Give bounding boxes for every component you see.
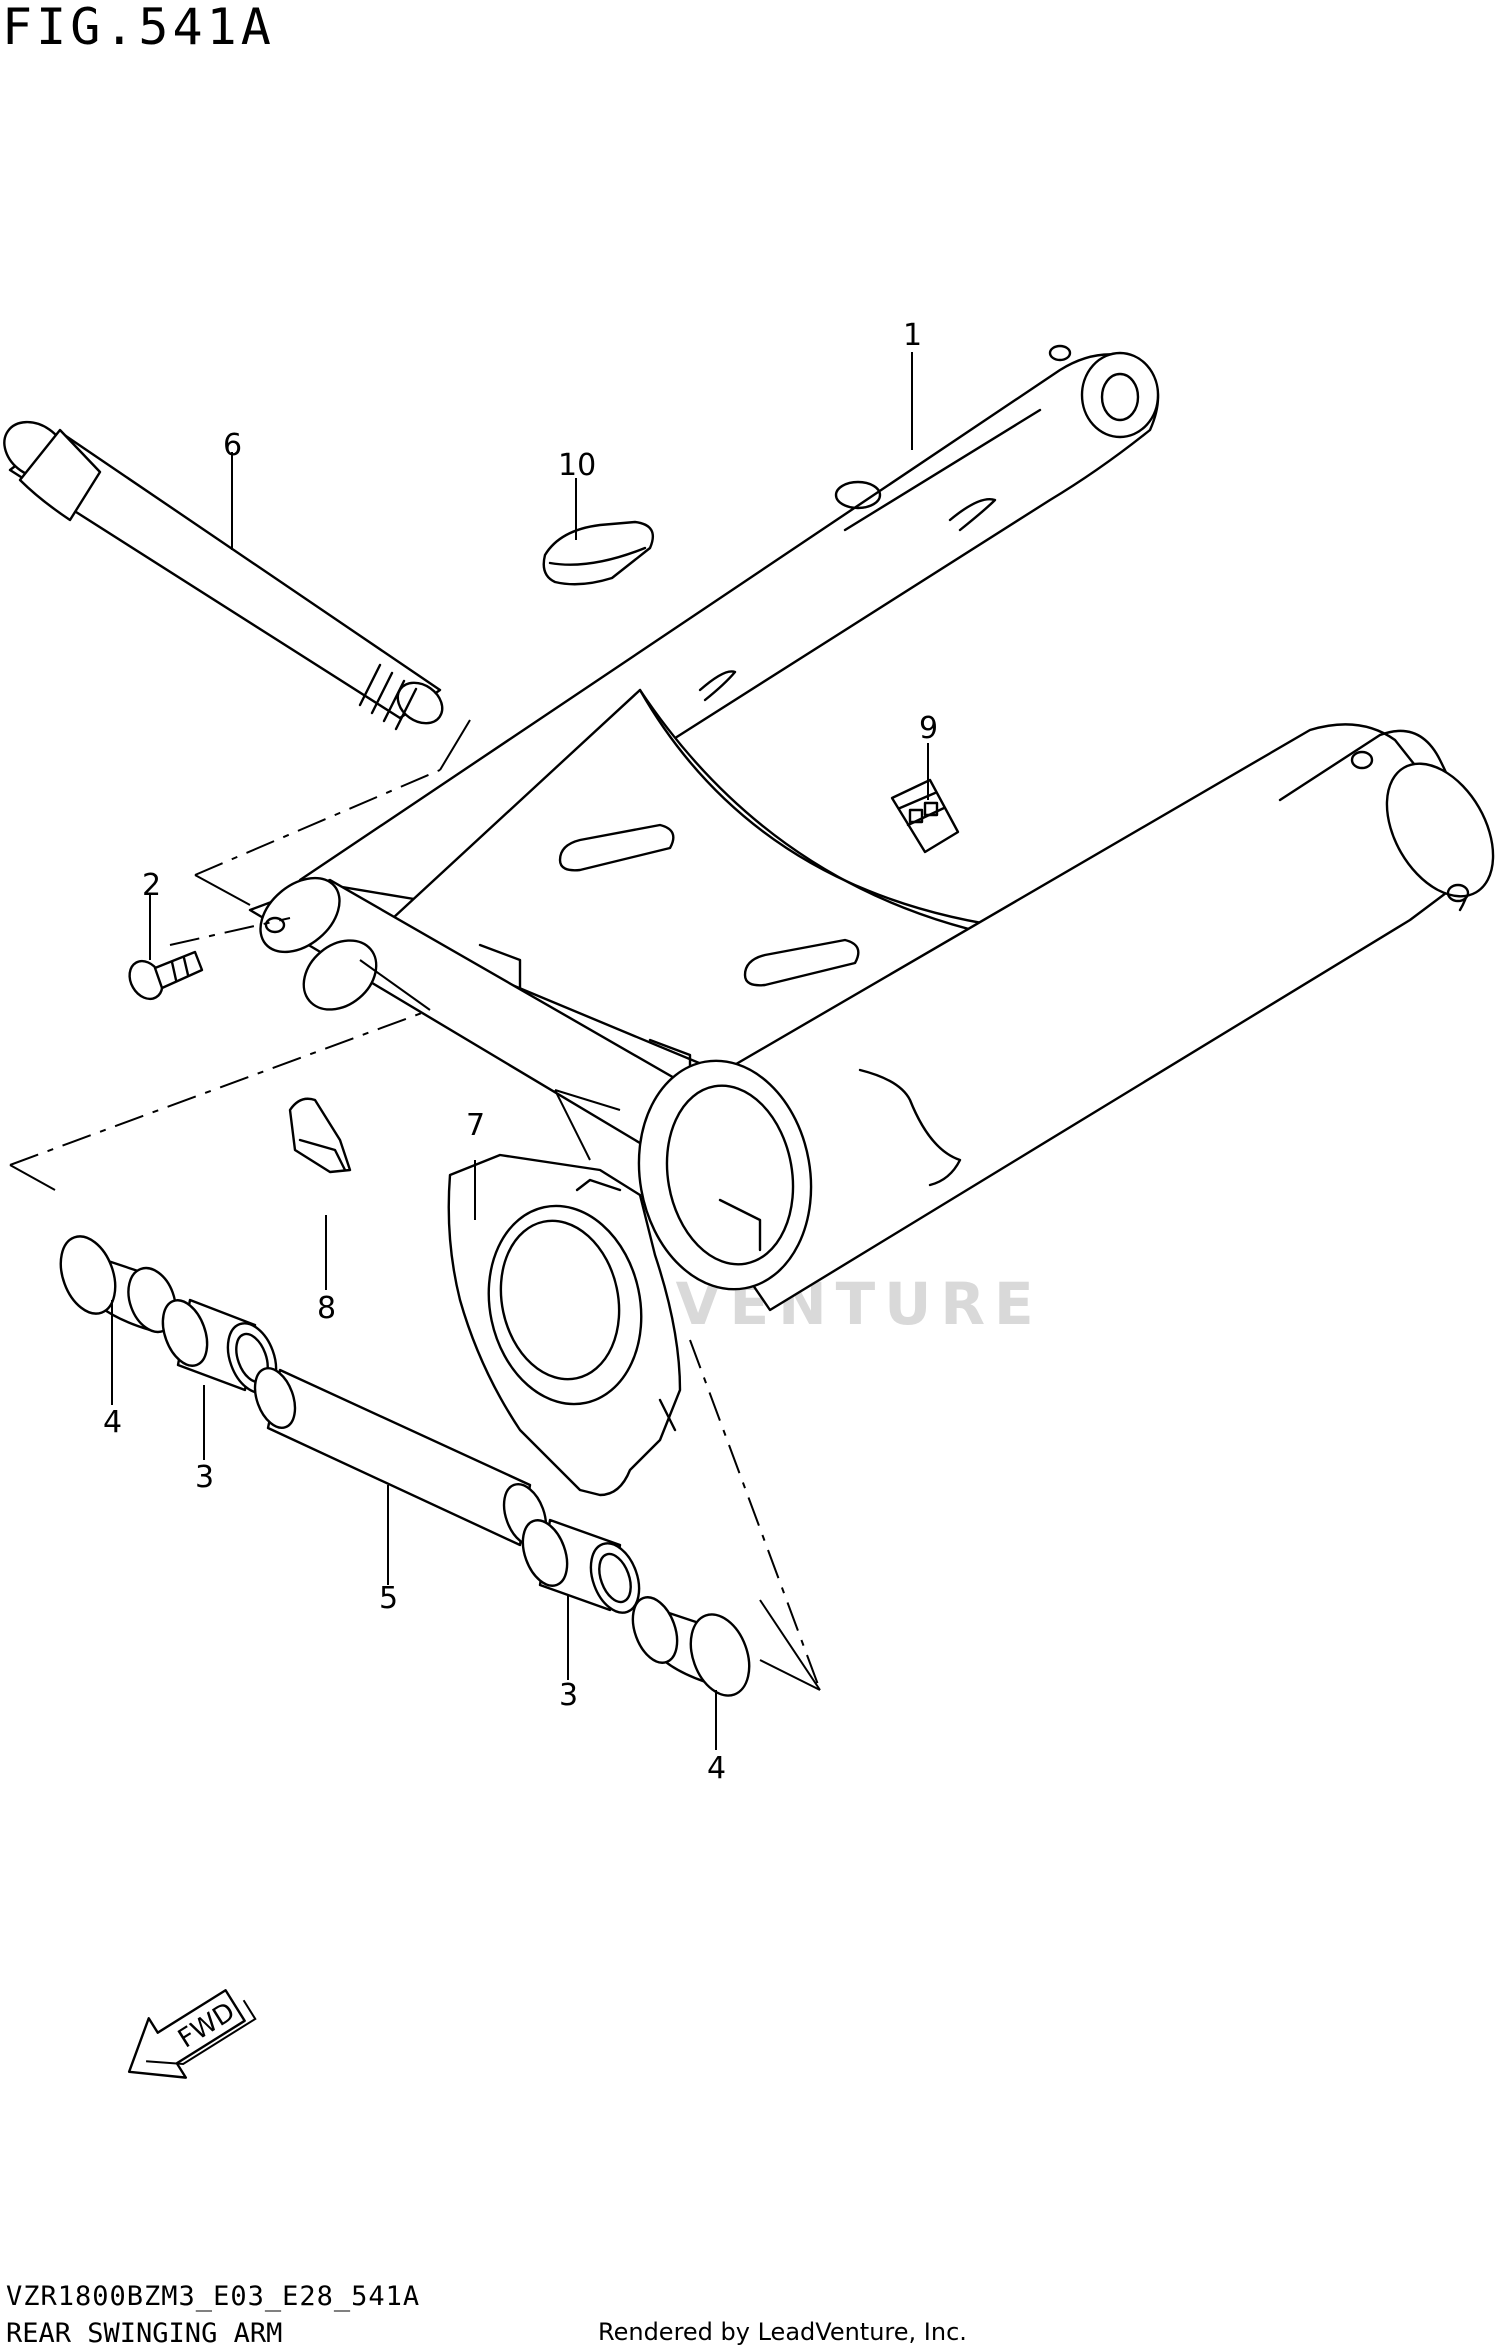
bearing-right [521, 1518, 641, 1614]
rendered-by-credit: Rendered by LeadVenture, Inc. [598, 2318, 967, 2346]
dust-seal-right [631, 1596, 751, 1697]
callout-5: 5 [379, 1581, 398, 1616]
callout-4-right: 4 [707, 1751, 726, 1786]
callout-2: 2 [142, 868, 161, 903]
callout-10: 10 [558, 448, 596, 483]
model-code: VZR1800BZM3_E03_E28_541A [6, 2281, 421, 2312]
callout-4-left: 4 [103, 1405, 122, 1440]
shield-cover [447, 1153, 682, 1497]
spacer [253, 1367, 548, 1547]
clip [288, 1097, 352, 1174]
callout-9: 9 [919, 711, 938, 746]
cap [542, 520, 655, 586]
callout-8: 8 [317, 1291, 336, 1326]
callout-numbers: 1 2 3 3 4 4 5 6 7 8 9 10 [103, 318, 938, 1786]
figure-title: FIG.541A [2, 0, 275, 56]
center-lines [9, 719, 821, 1691]
callout-3-left: 3 [195, 1460, 214, 1495]
fwd-arrow: FWD [127, 1989, 257, 2079]
callout-6: 6 [223, 428, 242, 463]
callout-3-right: 3 [559, 1678, 578, 1713]
bolt [128, 950, 204, 1001]
callout-1: 1 [903, 318, 922, 353]
pivot-shaft [3, 420, 444, 731]
figure-caption: REAR SWINGING ARM [6, 2318, 283, 2349]
leader-lines [111, 352, 929, 1750]
callout-7: 7 [466, 1108, 485, 1143]
plug [890, 778, 960, 854]
swingarm-body [248, 344, 1495, 1312]
